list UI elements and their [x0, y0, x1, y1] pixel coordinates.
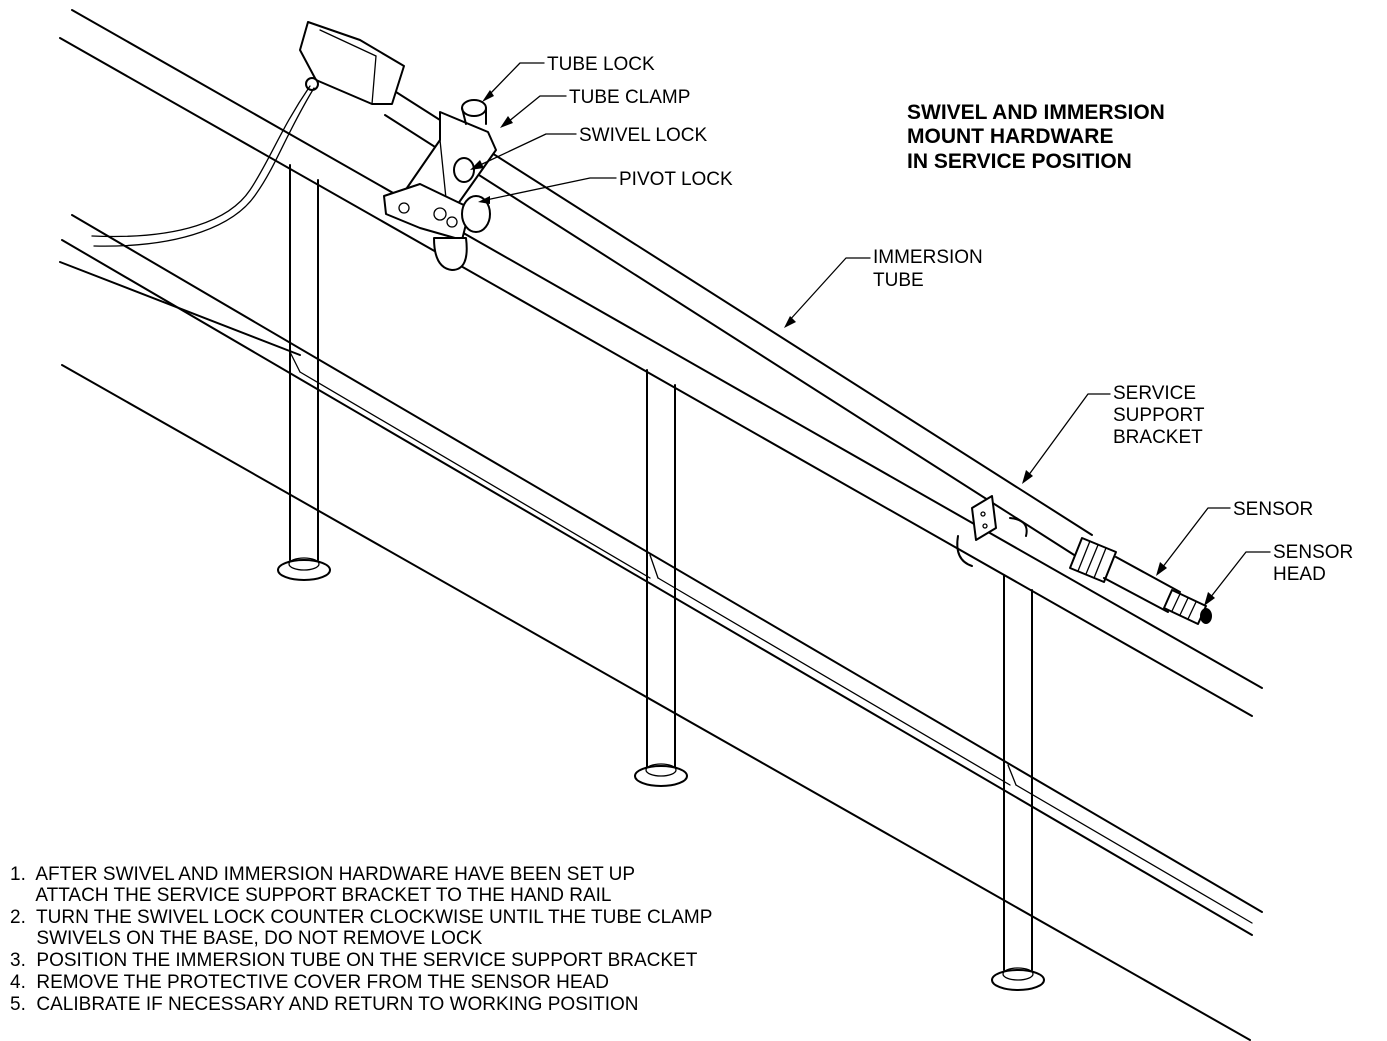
label-service-support-bracket-1: SERVICE — [1113, 383, 1196, 404]
label-sensor: SENSOR — [1233, 499, 1313, 520]
note-line-2: ATTACH THE SERVICE SUPPORT BRACKET TO TH… — [10, 885, 611, 906]
label-immersion-tube-1: IMMERSION — [873, 247, 983, 268]
label-sensor-head-1: SENSOR — [1273, 542, 1353, 563]
title-line-1: SWIVEL AND IMMERSION — [907, 101, 1165, 124]
note-line-5: 3. POSITION THE IMMERSION TUBE ON THE SE… — [10, 950, 698, 971]
label-tube-lock: TUBE LOCK — [547, 54, 655, 75]
label-sensor-head-2: HEAD — [1273, 564, 1326, 585]
title-line-3: IN SERVICE POSITION — [907, 150, 1132, 173]
procedure-notes: 1. AFTER SWIVEL AND IMMERSION HARDWARE H… — [10, 864, 712, 1015]
label-service-support-bracket-3: BRACKET — [1113, 427, 1203, 448]
note-line-4: SWIVELS ON THE BASE, DO NOT REMOVE LOCK — [10, 928, 483, 949]
top-handrail — [59, 9, 1263, 717]
service-support-bracket — [956, 495, 1028, 567]
label-pivot-lock: PIVOT LOCK — [619, 169, 733, 190]
callout-labels: TUBE LOCK TUBE CLAMP SWIVEL LOCK PIVOT L… — [547, 54, 1353, 585]
sensor-cable — [91, 85, 315, 247]
diagram-title: SWIVEL AND IMMERSION MOUNT HARDWARE IN S… — [907, 101, 1165, 173]
title-line-2: MOUNT HARDWARE — [907, 125, 1113, 148]
label-immersion-tube-2: TUBE — [873, 270, 924, 291]
curb-wall — [59, 214, 1263, 1041]
sensor-assembly — [1069, 537, 1212, 625]
handrail-post-left — [277, 164, 331, 581]
immersion-tube — [384, 84, 1093, 561]
label-service-support-bracket-2: SUPPORT — [1113, 405, 1205, 426]
note-line-6: 4. REMOVE THE PROTECTIVE COVER FROM THE … — [10, 972, 609, 993]
label-swivel-lock: SWIVEL LOCK — [579, 125, 707, 146]
label-tube-clamp: TUBE CLAMP — [569, 87, 690, 108]
leader-lines — [470, 62, 1271, 606]
note-line-3: 2. TURN THE SWIVEL LOCK COUNTER CLOCKWIS… — [10, 907, 712, 928]
handrail-post-right — [991, 574, 1045, 991]
note-line-1: 1. AFTER SWIVEL AND IMMERSION HARDWARE H… — [10, 864, 635, 885]
note-line-7: 5. CALIBRATE IF NECESSARY AND RETURN TO … — [10, 994, 639, 1015]
swivel-mount-hardware — [299, 21, 497, 271]
handrail-post-middle — [634, 369, 688, 787]
